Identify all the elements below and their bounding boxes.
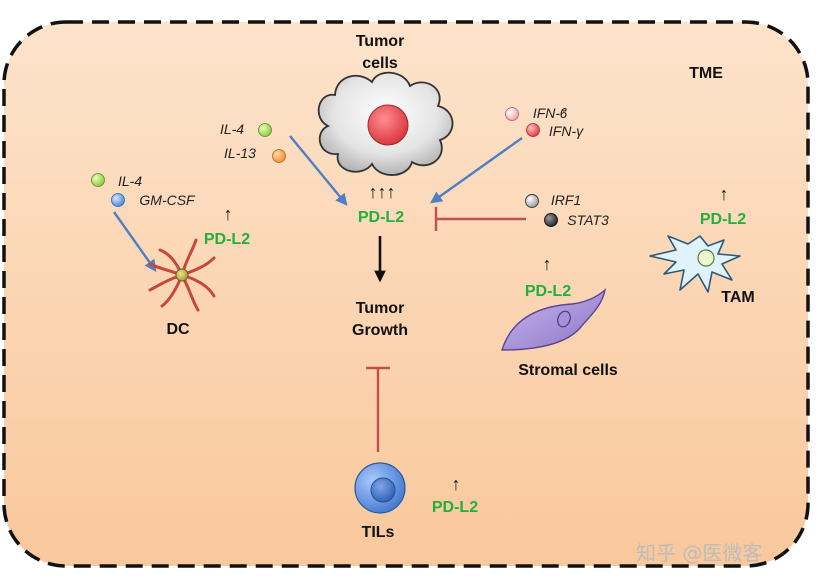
dc-factor-il4: IL-4 bbox=[118, 173, 142, 189]
ifn-beta-dot-icon bbox=[505, 107, 519, 121]
tme-region bbox=[2, 20, 810, 568]
ifn-gamma-label: IFN-γ bbox=[549, 123, 584, 139]
il13-dot-icon bbox=[272, 149, 286, 163]
dc-pd-l2-label: PD-L2 bbox=[204, 231, 250, 248]
tils-pd-l2-label: PD-L2 bbox=[432, 499, 478, 516]
dendritic-cell-icon bbox=[148, 238, 216, 312]
tumor-factor-il13: IL-13 bbox=[224, 145, 256, 161]
tils-label: TILs bbox=[362, 524, 395, 541]
tumor-label-line2: cells bbox=[362, 55, 398, 72]
stromal-cell-icon bbox=[501, 288, 607, 351]
tam-cell-icon bbox=[649, 235, 741, 293]
tils-up-arrow: ↑ bbox=[452, 474, 461, 494]
stromal-pd-l2-label: PD-L2 bbox=[525, 283, 571, 300]
tumor-label-line1: Tumor bbox=[356, 33, 405, 50]
il4-dot-icon bbox=[258, 123, 272, 137]
stat3-dot-icon bbox=[544, 213, 558, 227]
watermark: 知乎 @医微客 bbox=[636, 541, 762, 565]
tumor-up-arrows: ↑↑↑ bbox=[369, 182, 396, 202]
tam-pd-l2-label: PD-L2 bbox=[700, 211, 746, 228]
stat3-label: STAT3 bbox=[567, 212, 609, 228]
stromal-label: Stromal cells bbox=[518, 362, 618, 379]
tumor-growth-line1: Tumor bbox=[356, 300, 405, 317]
tam-up-arrow: ↑ bbox=[720, 184, 729, 204]
tumor-factor-il4: IL-4 bbox=[220, 121, 244, 137]
ifn-to-pdl2-arrow bbox=[430, 137, 523, 204]
tumor-nucleus-icon bbox=[367, 104, 409, 146]
tme-label: TME bbox=[689, 65, 723, 82]
dc-il4-dot-icon bbox=[91, 173, 105, 187]
dc-label: DC bbox=[166, 321, 190, 338]
il-to-pdl2-arrow bbox=[289, 135, 348, 206]
tumor-growth-line2: Growth bbox=[352, 322, 408, 339]
ifn-beta-label: IFN-ϐ bbox=[533, 105, 567, 121]
dc-up-arrow: ↑ bbox=[224, 204, 233, 224]
ifn-gamma-dot-icon bbox=[526, 123, 540, 137]
irf1-label: IRF1 bbox=[551, 192, 581, 208]
tumor-cell-icon bbox=[317, 71, 454, 176]
stromal-up-arrow: ↑ bbox=[543, 254, 552, 274]
tam-label: TAM bbox=[721, 289, 754, 306]
til-cell-icon bbox=[354, 462, 406, 514]
irf1-dot-icon bbox=[525, 194, 539, 208]
factors-to-dc-arrow bbox=[113, 211, 157, 272]
dc-factor-gmcsf: GM-CSF bbox=[139, 192, 196, 208]
center-pd-l2-label: PD-L2 bbox=[358, 209, 404, 226]
dc-gmcsf-dot-icon bbox=[111, 193, 125, 207]
